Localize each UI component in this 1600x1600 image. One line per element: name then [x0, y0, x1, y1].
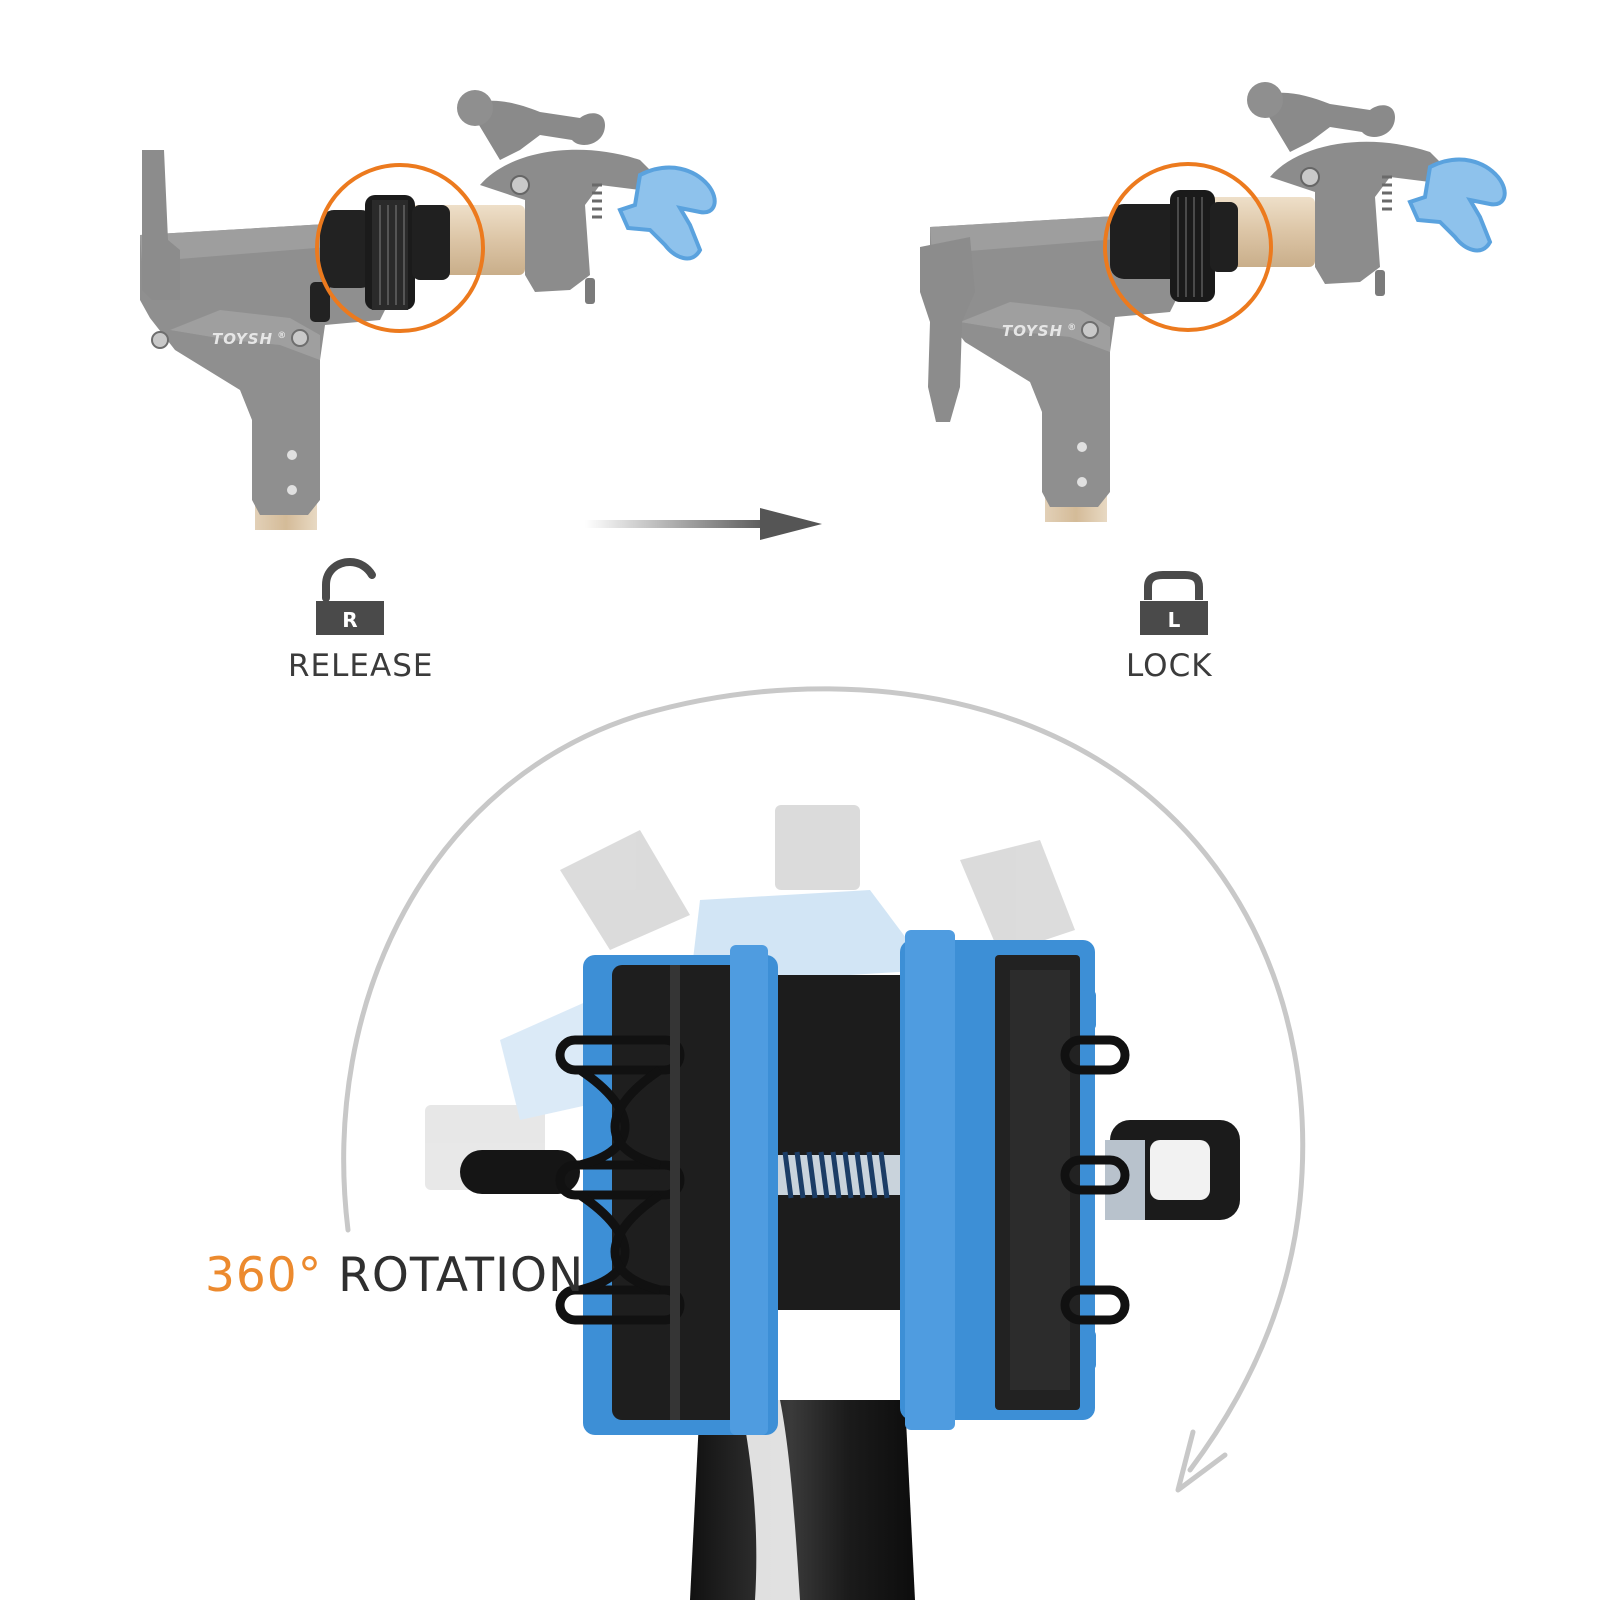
- release-clamp-illustration: TOYSH ®: [138, 88, 717, 532]
- unlocked-padlock-icon: R: [316, 557, 384, 635]
- transition-arrow-icon: [585, 508, 822, 540]
- lock-clamp-illustration: TOYSH ®: [920, 80, 1507, 524]
- release-label: RELEASE: [288, 648, 434, 684]
- rotation-arc: [341, 686, 1306, 1473]
- brand-label-lock: TOYSH ®: [1002, 322, 1077, 340]
- lock-label: LOCK: [1126, 648, 1213, 684]
- rotation-caption: 360° ROTATION: [205, 1248, 584, 1303]
- release-badge-letter: R: [342, 608, 357, 632]
- rotation-arrowhead-icon: [1175, 1429, 1228, 1493]
- release-highlight-ring: [315, 163, 485, 333]
- locked-padlock-icon: L: [1140, 571, 1208, 635]
- lock-badge-letter: L: [1168, 608, 1181, 632]
- brand-label-release: TOYSH ®: [212, 330, 287, 348]
- lock-highlight-ring: [1103, 162, 1273, 332]
- registered-mark: ®: [273, 331, 287, 341]
- registered-mark: ®: [1063, 323, 1077, 333]
- rotating-clamp-illustration: [425, 805, 1240, 1600]
- rotation-degrees: 360°: [205, 1248, 323, 1303]
- rotation-word: ROTATION: [338, 1248, 585, 1303]
